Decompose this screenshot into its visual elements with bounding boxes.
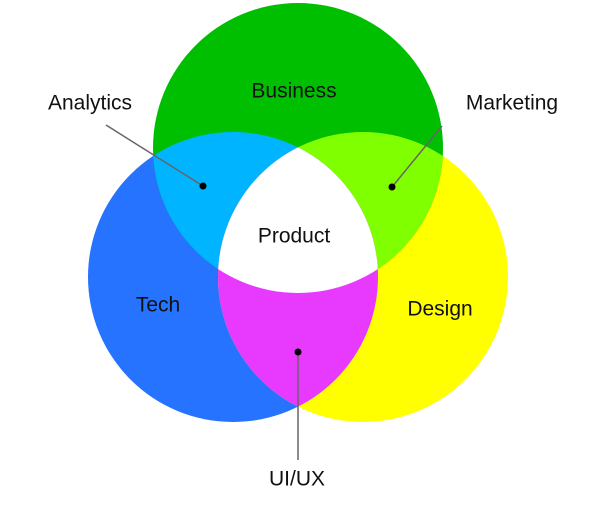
tech-label: Tech <box>136 294 180 317</box>
product-region <box>218 132 378 293</box>
product-label: Product <box>258 225 331 248</box>
business-label: Business <box>251 80 336 103</box>
analytics-label: Analytics <box>48 92 132 115</box>
design-label: Design <box>407 298 472 321</box>
analytics-leader-line <box>105 124 204 187</box>
uiux-label: UI/UX <box>269 468 325 491</box>
marketing-dot <box>388 183 396 191</box>
marketing-leader-line <box>391 125 443 188</box>
marketing-label: Marketing <box>466 92 558 115</box>
analytics-dot <box>199 182 207 190</box>
uiux-dot <box>294 348 302 356</box>
